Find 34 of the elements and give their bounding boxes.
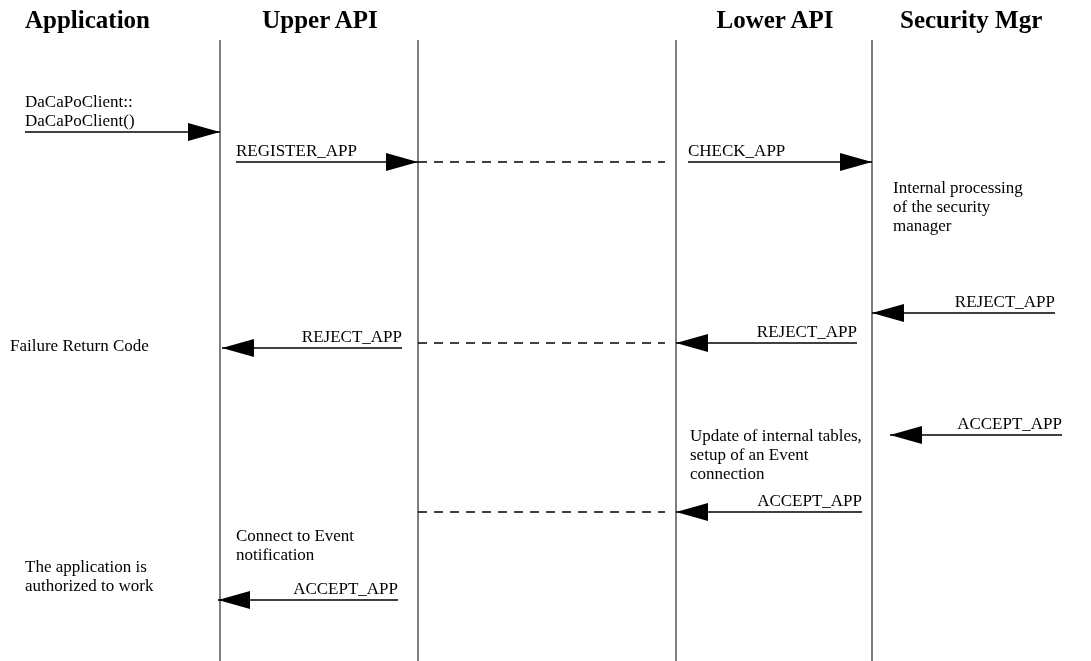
dashed-line bbox=[417, 342, 666, 344]
lane-header: Application bbox=[25, 6, 151, 34]
message-arrow bbox=[687, 153, 873, 171]
message-arrow bbox=[235, 153, 419, 171]
message-label: CHECK_APP bbox=[688, 141, 787, 160]
message-label: ACCEPT_APP bbox=[957, 414, 1062, 433]
lifeline bbox=[219, 39, 221, 661]
note-text: Connect to Event notification bbox=[236, 526, 356, 564]
message-arrow bbox=[217, 591, 399, 609]
note-text: Update of internal tables, setup of an Event connection bbox=[690, 426, 863, 483]
lifeline bbox=[417, 39, 419, 661]
message-label: DaCaPoClient:: DaCaPoClient() bbox=[25, 92, 136, 130]
message-label: ACCEPT_APP bbox=[293, 579, 398, 598]
lane-header: Lower API bbox=[715, 6, 835, 34]
lane-header: Security Mgr bbox=[900, 6, 1043, 34]
message-arrow bbox=[675, 503, 863, 521]
message-label: REGISTER_APP bbox=[236, 141, 358, 160]
message-arrow bbox=[675, 334, 858, 352]
lane-header: Upper API bbox=[261, 6, 379, 34]
note-text: Failure Return Code bbox=[10, 336, 150, 355]
dashed-line bbox=[417, 161, 666, 163]
message-label: REJECT_APP bbox=[954, 292, 1055, 311]
lifeline bbox=[675, 39, 677, 661]
message-arrow bbox=[221, 339, 403, 357]
message-arrow bbox=[871, 304, 1056, 322]
message-label: REJECT_APP bbox=[756, 322, 857, 341]
dashed-line bbox=[417, 511, 666, 513]
note-text: Internal processing of the security manager bbox=[893, 178, 1023, 235]
lifeline bbox=[871, 39, 873, 661]
note-text: The application is authorized to work bbox=[25, 557, 155, 595]
message-label: REJECT_APP bbox=[301, 327, 402, 346]
message-arrow bbox=[24, 123, 221, 141]
message-arrow bbox=[889, 426, 1063, 444]
message-label: ACCEPT_APP bbox=[757, 491, 862, 510]
